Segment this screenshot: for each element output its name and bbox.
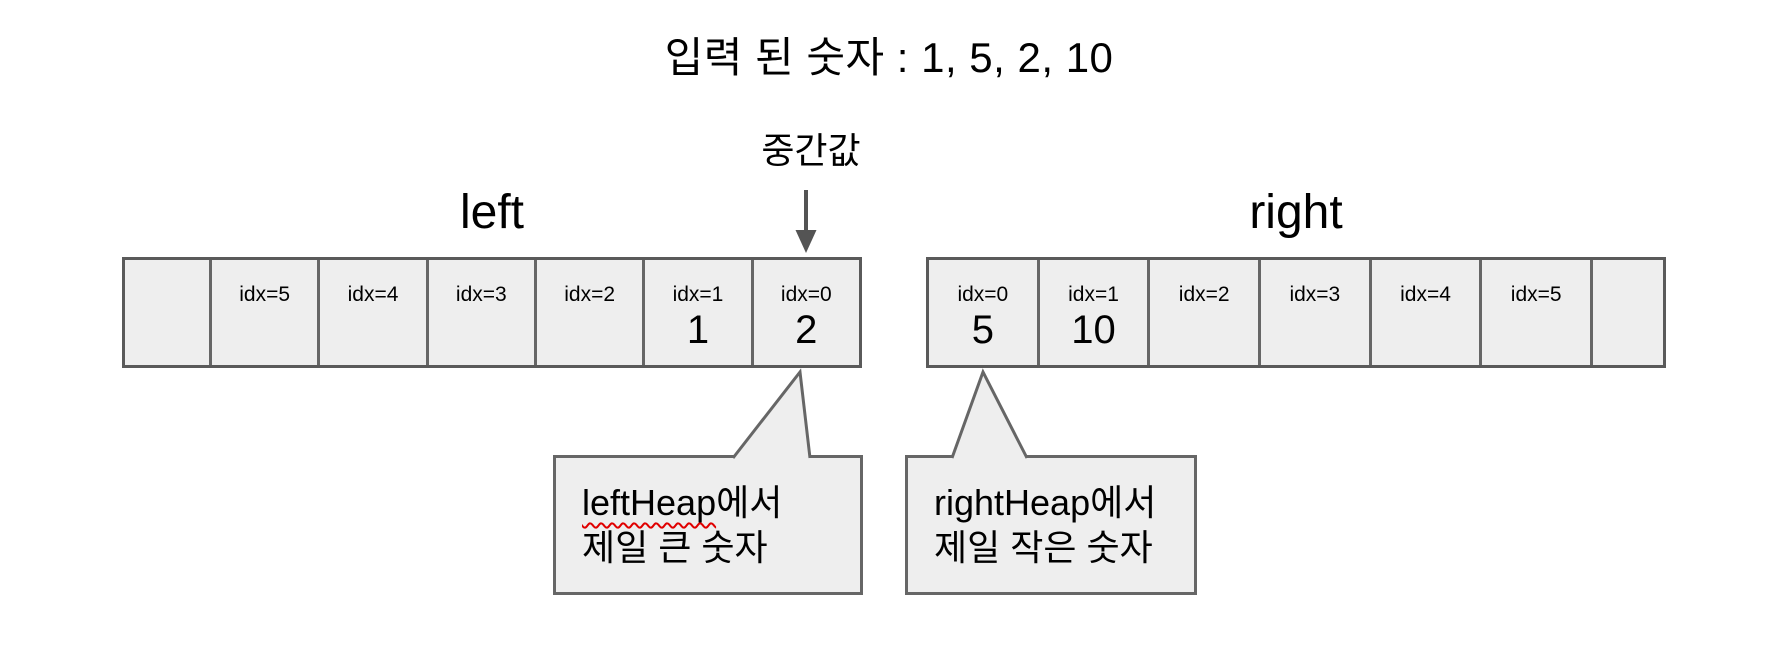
left-array-cell-idx1: idx=1 1 xyxy=(642,260,750,365)
cell-index-label: idx=1 xyxy=(1068,283,1119,306)
cell-index-label: idx=2 xyxy=(564,283,616,306)
left-array-label: left xyxy=(459,186,525,239)
left-array-cell-idx0: idx=0 2 xyxy=(750,260,859,365)
left-array-cell-idx3: idx=3 xyxy=(425,260,534,365)
right-array: idx=0 5 idx=1 10 idx=2 idx=3 idx=4 idx=5 xyxy=(926,257,1666,368)
left-array-cell-empty xyxy=(125,260,209,365)
right-array-cell-idx2: idx=2 xyxy=(1147,260,1258,365)
right-heap-callout: rightHeap에서 제일 작은 숫자 xyxy=(905,455,1197,595)
median-label: 중간값 xyxy=(761,130,861,171)
right-callout-line1: rightHeap에서 xyxy=(934,482,1157,523)
left-callout-line2: 제일 큰 숫자 xyxy=(582,527,768,568)
left-array: idx=5 idx=4 idx=3 idx=2 idx=1 1 idx=0 2 xyxy=(122,257,862,368)
cell-index-label: idx=4 xyxy=(347,283,399,306)
left-array-cell-idx4: idx=4 xyxy=(317,260,425,365)
cell-index-label: idx=0 xyxy=(780,283,832,306)
right-array-cell-empty xyxy=(1590,260,1663,365)
left-callout-suffix: 에서 xyxy=(716,482,783,523)
cell-index-label: idx=3 xyxy=(455,283,507,306)
cell-index-label: idx=2 xyxy=(1178,283,1230,306)
cell-index-label: idx=4 xyxy=(1400,283,1451,306)
diagram-title: 입력 된 숫자 : 1, 5, 2, 10 xyxy=(664,34,1114,81)
cell-value: 1 xyxy=(686,308,710,352)
cell-value: 2 xyxy=(795,308,818,352)
left-callout-tail xyxy=(731,368,812,460)
cell-index-label: idx=0 xyxy=(957,283,1009,306)
right-array-cell-idx4: idx=4 xyxy=(1368,260,1480,365)
right-array-cell-idx3: idx=3 xyxy=(1258,260,1369,365)
right-array-cell-idx1: idx=1 10 xyxy=(1036,260,1148,365)
left-callout-highlight: leftHeap xyxy=(582,482,717,523)
right-array-cell-idx0: idx=0 5 xyxy=(929,260,1037,365)
left-array-cell-idx2: idx=2 xyxy=(533,260,642,365)
cell-value: 10 xyxy=(1071,308,1116,352)
cell-index-label: idx=5 xyxy=(1510,283,1562,306)
cell-value: 5 xyxy=(971,308,994,352)
cell-index-label: idx=3 xyxy=(1289,283,1341,306)
cell-index-label: idx=5 xyxy=(239,283,291,306)
left-array-cell-idx5: idx=5 xyxy=(209,260,317,365)
left-callout-line1: leftHeap에서 xyxy=(582,480,860,525)
right-array-label: right xyxy=(1249,186,1343,239)
right-callout-line2: 제일 작은 숫자 xyxy=(934,527,1153,568)
cell-index-label: idx=1 xyxy=(672,283,724,306)
right-callout-tail xyxy=(950,368,1029,460)
left-heap-callout: leftHeap에서 제일 큰 숫자 xyxy=(553,455,863,595)
right-array-cell-idx5: idx=5 xyxy=(1479,260,1590,365)
